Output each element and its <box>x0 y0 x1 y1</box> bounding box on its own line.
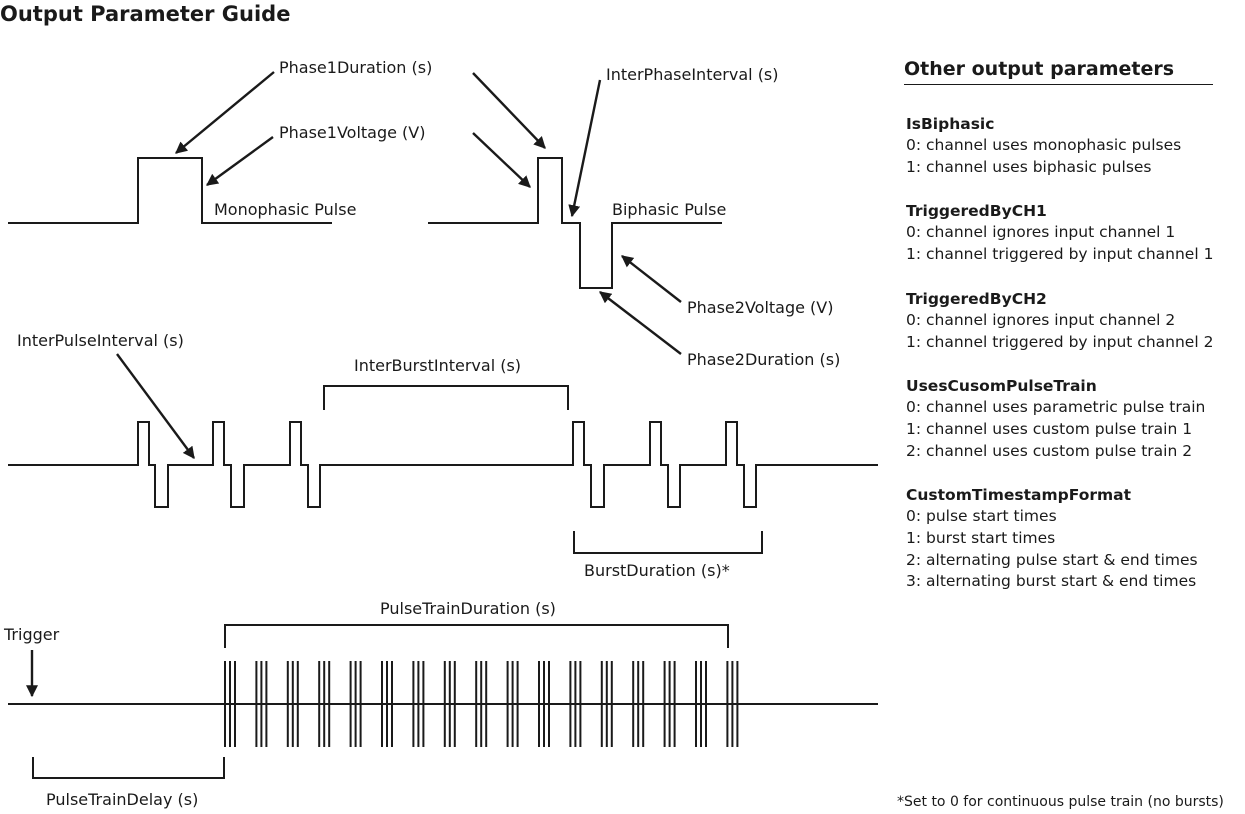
pulse-train-delay-bracket <box>32 757 225 779</box>
pulse-train-delay-label: PulseTrainDelay (s) <box>46 790 198 809</box>
pulse-train-pulses <box>224 661 739 747</box>
parameter-option: 1: channel triggered by input channel 1 <box>906 245 1214 264</box>
phase1-duration-arrow <box>175 71 275 154</box>
parameter-option: 0: channel uses monophasic pulses <box>906 136 1182 154</box>
page-title: Output Parameter Guide <box>0 2 290 26</box>
parameter-option: 0: pulse start times <box>906 507 1057 526</box>
parameter-item-triggered-by-ch1: TriggeredByCH1 0: channel ignores input … <box>904 201 1240 265</box>
inter-burst-interval-bracket <box>323 385 569 410</box>
phase1-duration-arrow-biphasic <box>472 72 546 149</box>
parameter-option: 1: channel triggered by input channel 2 <box>906 332 1214 351</box>
parameter-name: UsesCusomPulseTrain <box>906 377 1097 396</box>
burst-duration-bracket <box>573 531 763 554</box>
inter-phase-interval-arrow <box>568 79 602 218</box>
inter-burst-interval-label: InterBurstInterval (s) <box>354 356 521 375</box>
trigger-label: Trigger <box>3 625 60 644</box>
parameter-option: 2: channel uses custom pulse train 2 <box>906 441 1193 460</box>
pulse-train-duration-label: PulseTrainDuration (s) <box>380 599 556 618</box>
parameter-option: 3: alternating burst start & end times <box>906 572 1197 591</box>
phase2-voltage-arrow <box>621 255 682 303</box>
parameter-item-triggered-by-ch2: TriggeredByCH2 0: channel ignores input … <box>904 289 1240 353</box>
inter-pulse-interval-arrow <box>116 353 195 459</box>
monophasic-pulse-waveform <box>8 157 332 224</box>
parameter-option: 2: alternating pulse start & end times <box>906 550 1198 569</box>
inter-phase-interval-label: InterPhaseInterval (s) <box>606 65 779 84</box>
phase2-voltage-label: Phase2Voltage (V) <box>687 298 833 317</box>
other-parameters-title: Other output parameters <box>904 58 1213 85</box>
other-parameters-panel: Other output parameters IsBiphasic 0: ch… <box>904 58 1240 616</box>
parameter-item-is-biphasic: IsBiphasic 0: channel uses monophasic pu… <box>904 114 1240 178</box>
parameter-item-uses-custom-pulse-train: UsesCusomPulseTrain 0: channel uses para… <box>904 376 1240 462</box>
parameter-name: TriggeredByCH1 <box>906 202 1047 221</box>
phase2-duration-arrow <box>599 291 682 355</box>
parameter-option: 1: channel uses biphasic pulses <box>906 157 1152 176</box>
parameter-item-custom-timestamp-format: CustomTimestampFormat 0: pulse start tim… <box>904 485 1240 593</box>
parameter-name: IsBiphasic <box>906 115 995 133</box>
phase2-duration-label: Phase2Duration (s) <box>687 350 840 369</box>
parameter-option: 1: burst start times <box>906 529 1056 548</box>
phase1-voltage-arrow <box>206 136 274 186</box>
parameter-option: 0: channel uses parametric pulse train <box>906 398 1206 417</box>
monophasic-pulse-label: Monophasic Pulse <box>214 200 356 219</box>
footnote: *Set to 0 for continuous pulse train (no… <box>897 794 1224 810</box>
parameter-option: 0: channel ignores input channel 2 <box>906 310 1176 329</box>
parameter-option: 1: channel uses custom pulse train 1 <box>906 419 1193 438</box>
parameter-option: 0: channel ignores input channel 1 <box>906 223 1176 242</box>
biphasic-pulse-label: Biphasic Pulse <box>612 200 726 219</box>
phase1-voltage-arrow-biphasic <box>472 132 531 188</box>
phase1-duration-label: Phase1Duration (s) <box>279 58 432 77</box>
burst-duration-label: BurstDuration (s)* <box>584 561 730 580</box>
biphasic-pulse-waveform <box>428 157 722 289</box>
burst-train-waveform <box>8 421 878 508</box>
phase1-voltage-label: Phase1Voltage (V) <box>279 123 425 142</box>
parameter-name: CustomTimestampFormat <box>906 486 1132 505</box>
pulse-train-duration-bracket <box>224 624 729 648</box>
inter-pulse-interval-label: InterPulseInterval (s) <box>17 331 184 350</box>
parameter-name: TriggeredByCH2 <box>906 289 1047 308</box>
